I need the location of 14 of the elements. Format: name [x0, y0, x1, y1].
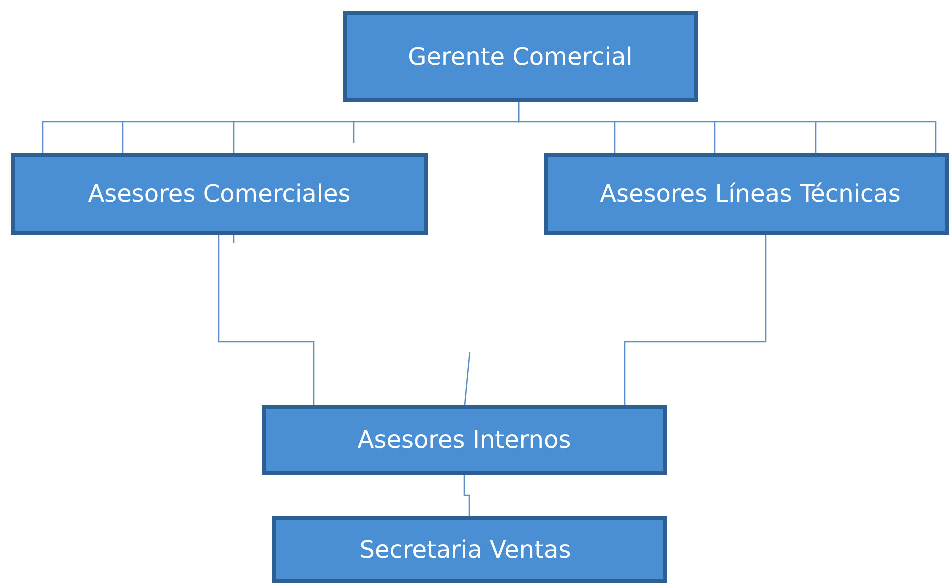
box-label: Asesores Líneas Técnicas — [600, 180, 901, 208]
org-box — [544, 153, 949, 235]
connector-line — [518, 102, 937, 153]
org-box — [11, 153, 428, 235]
box-label: Asesores Internos — [358, 426, 572, 454]
connector-line — [464, 475, 470, 516]
box-label: Secretaria Ventas — [360, 536, 572, 564]
connector-line — [624, 235, 767, 405]
box-label: Gerente Comercial — [408, 42, 633, 70]
box-label: Asesores Comerciales — [88, 180, 351, 208]
org-box — [272, 516, 667, 583]
org-box — [343, 11, 698, 102]
org-box — [262, 405, 667, 475]
connector-line — [218, 235, 315, 405]
